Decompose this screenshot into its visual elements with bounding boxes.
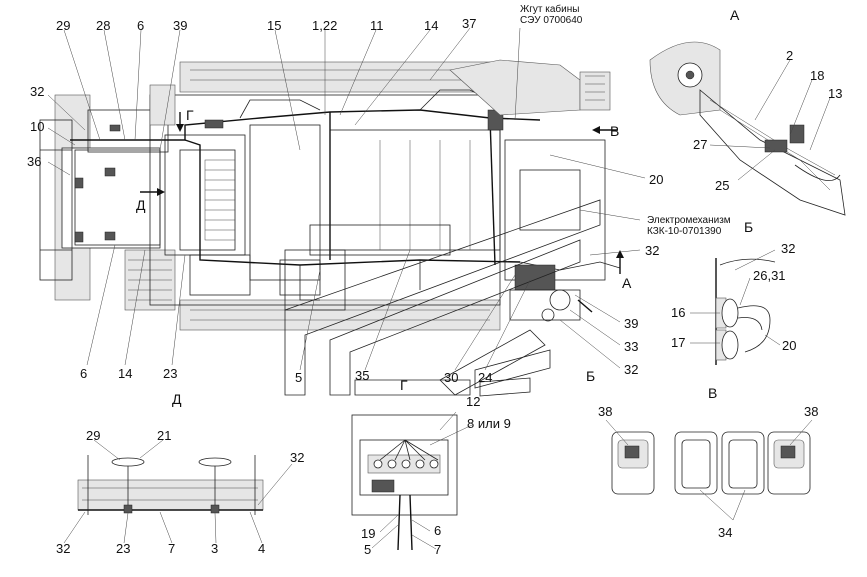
view-a-callout-13: 13	[828, 86, 842, 101]
main-assembly	[39, 27, 646, 397]
view-b	[690, 249, 781, 365]
view-v-callout-38-left: 38	[598, 404, 612, 419]
box-callout-7: 7	[434, 542, 441, 557]
view-d-callout-21: 21	[157, 428, 171, 443]
callout-6-bottom: 6	[80, 366, 87, 381]
view-v-title: В	[708, 385, 717, 401]
view-a-title: А	[730, 7, 740, 23]
note-harness-line2: СЭУ 0700640	[520, 15, 583, 26]
callout-11: 11	[370, 18, 384, 33]
view-marker-a: А	[622, 275, 632, 291]
note-motor-line2: КЗК-10-0701390	[647, 226, 722, 237]
view-a-callout-2: 2	[786, 48, 793, 63]
view-marker-gamma-top: Г	[186, 107, 194, 123]
callout-10: 10	[30, 119, 44, 134]
view-v-callout-38-right: 38	[804, 404, 818, 419]
view-marker-b: Б	[586, 368, 595, 384]
view-a-callout-18: 18	[810, 68, 824, 83]
box-callout-12: 12	[466, 394, 480, 409]
track-left	[124, 61, 501, 331]
view-b-callout-17: 17	[671, 335, 685, 350]
view-d-callout-23: 23	[116, 541, 130, 556]
callout-14-top: 14	[424, 18, 438, 33]
callout-36: 36	[27, 154, 41, 169]
callout-35: 35	[355, 368, 369, 383]
callout-33: 33	[624, 339, 638, 354]
note-harness-line1: Жгут кабины	[520, 3, 579, 15]
box-callout-5: 5	[364, 542, 371, 557]
view-d-callout-32-top: 32	[290, 450, 304, 465]
box-callout-19: 19	[361, 526, 375, 541]
view-marker-v: В	[610, 123, 619, 139]
view-d-callout-4: 4	[258, 541, 265, 556]
view-a	[649, 41, 846, 216]
harness-main	[70, 89, 621, 301]
callout-15: 15	[267, 18, 281, 33]
callout-24: 24	[478, 370, 492, 385]
view-marker-gamma-bottom: Г	[400, 377, 408, 393]
view-b-callout-20: 20	[782, 338, 796, 353]
callout-39-top: 39	[173, 18, 187, 33]
view-b-title: Б	[744, 219, 753, 235]
view-v	[605, 419, 813, 521]
callout-30: 30	[444, 370, 458, 385]
grille	[204, 159, 236, 241]
view-a-callout-27: 27	[693, 137, 707, 152]
view-d	[63, 439, 293, 544]
box-callout-6: 6	[434, 523, 441, 538]
callout-1-22: 1,22	[312, 18, 337, 33]
view-d-callout-3: 3	[211, 541, 218, 556]
view-arrows	[140, 112, 624, 313]
section-frames	[284, 199, 601, 397]
callout-32-mid: 32	[645, 243, 659, 258]
view-d-title: Д	[172, 391, 182, 407]
view-b-callout-16: 16	[671, 305, 685, 320]
callout-20-mid: 20	[649, 172, 663, 187]
callout-39-right: 39	[624, 316, 638, 331]
callout-6-top: 6	[137, 18, 144, 33]
callout-28: 28	[96, 18, 110, 33]
view-b-callout-26-31: 26,31	[753, 268, 786, 283]
view-d-callout-32-bottom: 32	[56, 541, 70, 556]
box-callout-8-9: 8 или 9	[467, 416, 511, 431]
leader-lines	[47, 27, 646, 371]
rear-assembly	[449, 59, 611, 322]
note-motor-line1: Электромеханизм	[647, 215, 731, 226]
box-detail	[351, 411, 473, 551]
view-v-callout-34: 34	[718, 525, 732, 540]
callout-37: 37	[462, 16, 476, 31]
callout-32-right: 32	[624, 362, 638, 377]
callout-32-left: 32	[30, 84, 44, 99]
view-a-callout-25: 25	[715, 178, 729, 193]
body-frame	[149, 84, 501, 306]
view-marker-d: Д	[136, 197, 146, 213]
callout-29: 29	[56, 18, 70, 33]
callout-14-bottom: 14	[118, 366, 132, 381]
view-d-callout-7: 7	[168, 541, 175, 556]
callout-5: 5	[295, 370, 302, 385]
callout-labels: 29 28 6 39 15 1,22 11 14 37 32 10 36 6 1…	[27, 3, 842, 557]
view-b-callout-32: 32	[781, 241, 795, 256]
view-d-callout-29: 29	[86, 428, 100, 443]
callout-23: 23	[163, 366, 177, 381]
